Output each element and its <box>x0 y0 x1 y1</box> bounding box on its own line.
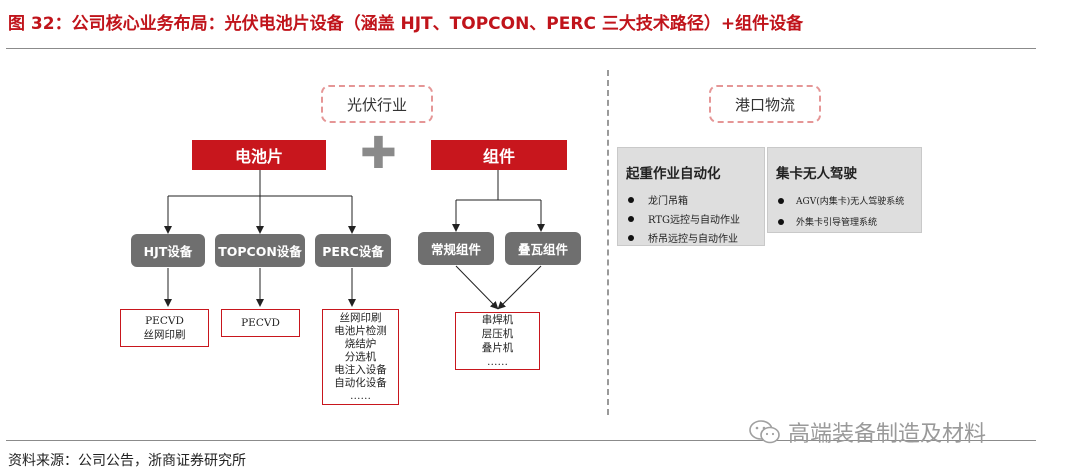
list-item-text: 外集卡引导管理系统 <box>796 218 878 228</box>
crane-automation-heading: 起重作业自动化 <box>626 166 721 182</box>
pv-industry-text: 光伏行业 <box>346 95 407 114</box>
bullet-icon <box>628 196 634 203</box>
list-item: 外集卡引导管理系统 <box>778 215 877 228</box>
plus-icon: ✚ <box>360 132 397 176</box>
module-category-label: 组件 <box>482 147 515 166</box>
cell-category-box: 电池片 <box>192 140 326 170</box>
figure-title: 图 32：公司核心业务布局：光伏电池片设备（涵盖 HJT、TOPCON、PERC… <box>8 14 804 34</box>
output-item: 丝网印刷 <box>143 329 186 341</box>
module-output-box: 串焊机 层压机 叠片机 …… <box>455 312 540 370</box>
output-item: 烧结炉 <box>344 337 377 350</box>
pv-industry-label: 光伏行业 <box>321 85 433 123</box>
output-item: …… <box>487 356 508 368</box>
shingled-module-box: 叠瓦组件 <box>505 232 581 265</box>
perc-equipment-box: PERC设备 <box>315 234 391 267</box>
list-item: AGV(内集卡)无人驾驶系统 <box>778 194 904 207</box>
list-item-text: 龙门吊箱 <box>648 196 688 207</box>
perc-equipment-label: PERC设备 <box>322 244 384 259</box>
topcon-equipment-box: TOPCON设备 <box>215 234 305 267</box>
perc-output-box: 丝网印刷 电池片检测 烧结炉 分选机 电注入设备 自动化设备 …… <box>322 309 399 405</box>
watermark: 高端装备制造及材料 <box>748 416 986 448</box>
topcon-output-box: PECVD <box>221 309 300 337</box>
module-category-box: 组件 <box>431 140 567 170</box>
bullet-icon <box>778 197 784 204</box>
list-item: RTG远控与自动作业 <box>628 211 740 226</box>
bullet-icon <box>778 218 784 225</box>
list-item-text: RTG远控与自动作业 <box>648 215 741 226</box>
shingled-module-label: 叠瓦组件 <box>517 242 568 257</box>
list-item: 龙门吊箱 <box>628 192 688 207</box>
unmanned-truck-panel: 集卡无人驾驶 AGV(内集卡)无人驾驶系统 外集卡引导管理系统 <box>767 147 922 233</box>
output-item: 层压机 <box>481 328 514 340</box>
output-item: 丝网印刷 <box>339 311 382 324</box>
regular-module-box: 常规组件 <box>418 232 494 265</box>
list-item: 桥吊远控与自动作业 <box>628 230 738 245</box>
cell-category-label: 电池片 <box>234 147 283 166</box>
output-item: 自动化设备 <box>334 376 387 389</box>
section-divider <box>607 70 609 415</box>
list-item-text: 桥吊远控与自动作业 <box>648 234 738 245</box>
hjt-equipment-label: HJT设备 <box>143 244 193 259</box>
output-item: PECVD <box>241 317 280 329</box>
output-item: PECVD <box>145 315 184 327</box>
bullet-icon <box>628 215 634 222</box>
hjt-equipment-box: HJT设备 <box>131 234 205 267</box>
output-item: 电池片检测 <box>334 324 387 337</box>
output-item: …… <box>350 389 371 402</box>
regular-module-label: 常规组件 <box>430 242 481 257</box>
output-item: 叠片机 <box>481 342 514 354</box>
source-note: 资料来源：公司公告，浙商证券研究所 <box>8 453 246 469</box>
top-rule <box>6 48 1036 49</box>
bottom-rule <box>6 440 1036 441</box>
wechat-icon <box>749 420 780 444</box>
crane-automation-panel: 起重作业自动化 龙门吊箱 RTG远控与自动作业 桥吊远控与自动作业 <box>617 147 765 246</box>
list-item-text: AGV(内集卡)无人驾驶系统 <box>796 197 905 207</box>
output-item: 串焊机 <box>481 314 514 326</box>
topcon-equipment-label: TOPCON设备 <box>218 244 302 259</box>
port-logistics-text: 港口物流 <box>734 95 795 114</box>
output-item: 电注入设备 <box>334 363 387 376</box>
watermark-text: 高端装备制造及材料 <box>788 422 987 447</box>
output-item: 分选机 <box>344 350 377 363</box>
hjt-output-box: PECVD 丝网印刷 <box>120 309 209 347</box>
port-logistics-label: 港口物流 <box>709 85 821 123</box>
plus-glyph: ✚ <box>360 128 397 179</box>
bullet-icon <box>628 234 634 241</box>
unmanned-truck-heading: 集卡无人驾驶 <box>776 166 857 182</box>
